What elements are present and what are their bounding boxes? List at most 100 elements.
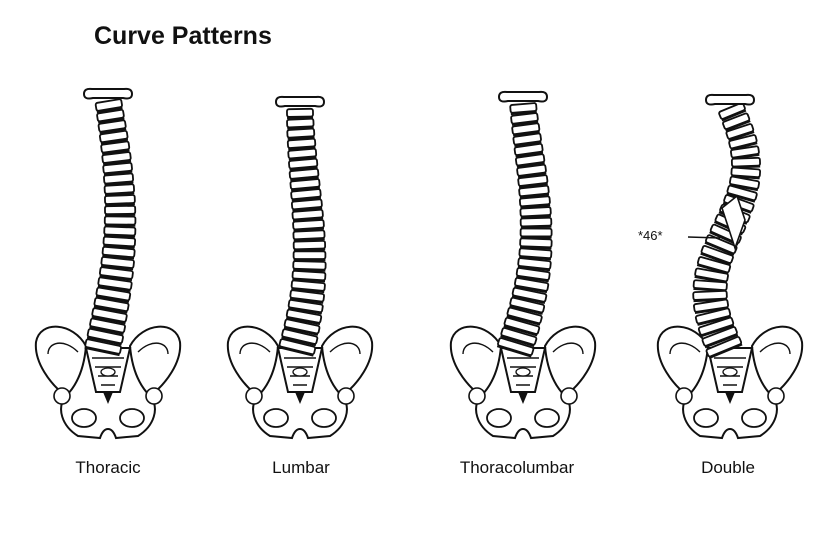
pubic-arch — [60, 395, 156, 440]
spine-figure-lumbar — [226, 95, 374, 440]
intervertebral-disc — [721, 109, 747, 122]
hip-socket-right — [145, 387, 163, 405]
label-thoracolumbar: Thoracolumbar — [459, 458, 575, 477]
vertebra-group — [519, 216, 553, 229]
vertebra-group — [730, 156, 761, 169]
vertebra-group — [697, 316, 735, 338]
intervertebral-disc — [292, 278, 326, 283]
vertebra-group — [511, 122, 541, 137]
iliac-wing-left — [34, 325, 88, 398]
spine-figure-thoracic — [34, 87, 182, 440]
intervertebral-disc — [704, 241, 735, 256]
intervertebral-disc — [293, 268, 326, 272]
vertebra-group — [518, 195, 551, 209]
cobb-angle-marker — [687, 194, 746, 251]
obturator-left — [486, 408, 512, 428]
intervertebral-disc — [287, 136, 315, 140]
intervertebral-disc — [518, 182, 548, 189]
iliac-wing-right — [320, 325, 374, 398]
intervertebral-disc — [289, 297, 324, 304]
atlas-vertebra — [497, 90, 549, 103]
sacral-opening — [100, 367, 116, 377]
intervertebral-disc — [520, 214, 551, 219]
vertebra-group — [512, 132, 542, 147]
vertebra-group — [290, 198, 323, 212]
iliac-inner-right — [552, 342, 584, 355]
intervertebral-disc — [514, 140, 542, 147]
coccyx — [103, 392, 113, 404]
intervertebral-disc — [515, 151, 544, 158]
vertebra-group — [519, 227, 553, 239]
iliac-inner-left — [669, 342, 701, 355]
vertebra-group — [288, 157, 319, 171]
vertebra — [292, 260, 327, 271]
intervertebral-disc — [517, 265, 551, 272]
label-lumbar: Lumbar — [272, 458, 330, 477]
intervertebral-disc — [100, 138, 129, 145]
intervertebral-disc — [93, 305, 128, 314]
intervertebral-disc — [101, 149, 130, 155]
intervertebral-disc — [503, 324, 538, 337]
intervertebral-disc — [292, 217, 324, 222]
hip-socket-left — [468, 387, 486, 405]
intervertebral-disc — [520, 225, 552, 229]
intervertebral-disc — [519, 193, 550, 199]
vertebra-group — [86, 327, 124, 346]
intervertebral-disc — [290, 186, 320, 192]
vertebra — [103, 215, 137, 226]
intervertebral-disc — [283, 326, 319, 336]
obturator-right — [534, 408, 560, 428]
vertebra — [519, 237, 553, 249]
iliac-inner-right — [137, 342, 169, 355]
vertebra-group — [286, 117, 315, 130]
vertebra-group — [514, 277, 550, 294]
label-thoracic: Thoracic — [75, 458, 141, 477]
vertebra-group — [103, 183, 135, 196]
vertebra-group — [722, 112, 751, 132]
vertebra-group — [104, 194, 136, 207]
vertebra-group — [292, 229, 326, 242]
obturator-left — [71, 408, 97, 428]
intervertebral-disc — [520, 204, 551, 209]
intervertebral-disc — [86, 336, 122, 346]
intervertebral-disc — [104, 234, 136, 238]
vertebra-group — [692, 279, 728, 293]
iliac-wing-left — [226, 325, 280, 398]
vertebra-group — [98, 266, 134, 282]
atlas-vertebra — [704, 93, 756, 106]
intervertebral-disc — [104, 181, 134, 186]
vertebra-group — [700, 245, 734, 266]
vertebra-group — [281, 328, 319, 347]
intervertebral-disc — [697, 315, 732, 326]
intervertebral-disc — [516, 161, 545, 168]
intervertebral-disc — [98, 117, 125, 124]
vertebra-group — [283, 318, 321, 336]
intervertebral-disc — [289, 166, 318, 171]
atlas-vertebra — [82, 87, 134, 100]
intervertebral-disc — [100, 264, 134, 271]
vertebra-group — [97, 119, 127, 135]
vertebra — [104, 204, 137, 216]
intervertebral-disc — [700, 324, 735, 338]
vertebra-group — [694, 267, 729, 284]
vertebra-group — [102, 161, 133, 176]
obturator-left — [263, 408, 289, 428]
label-double: Double — [701, 458, 755, 477]
intervertebral-disc — [511, 295, 546, 304]
intervertebral-disc — [287, 126, 314, 130]
vertebra-group — [93, 296, 130, 314]
intervertebral-disc — [103, 170, 133, 176]
vertebra — [292, 239, 327, 251]
vertebra-group — [511, 286, 548, 304]
hip-socket-right — [337, 387, 355, 405]
intervertebral-disc — [103, 159, 132, 166]
vertebra-group — [102, 235, 137, 249]
intervertebral-disc — [293, 227, 325, 232]
pubic-arch — [682, 395, 778, 440]
iliac-wing-left — [449, 325, 503, 398]
vertebra — [286, 117, 315, 129]
cobb-angle-leader — [687, 236, 721, 239]
intervertebral-disc — [89, 325, 124, 335]
